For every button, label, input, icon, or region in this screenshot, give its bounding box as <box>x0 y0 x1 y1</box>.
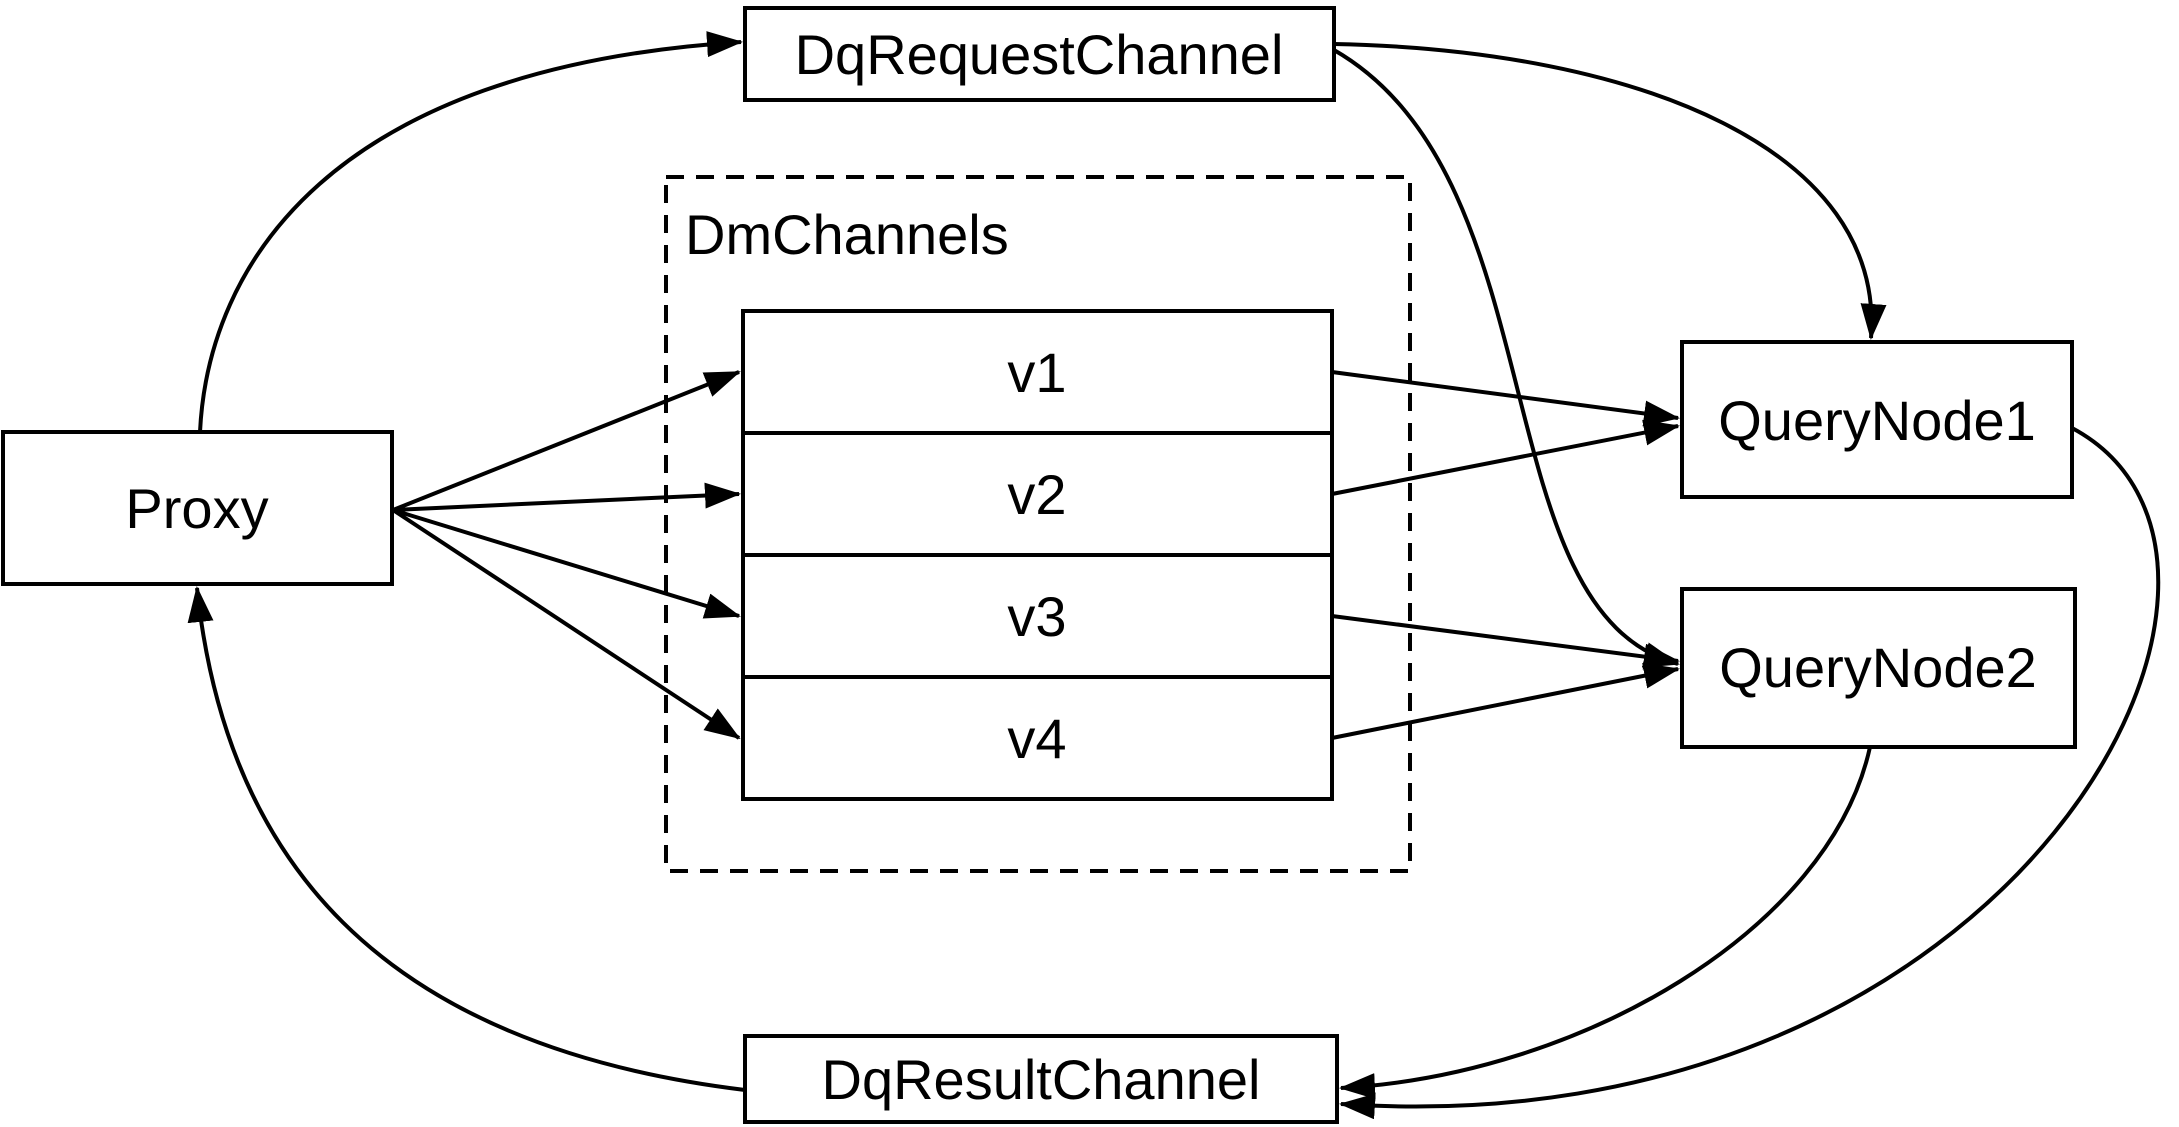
edge-querynode1-to-dqresultchannel <box>1339 426 2161 1120</box>
edge-dqrequestchannel-to-querynode2 <box>1333 48 1680 668</box>
edge-proxy-to-dqrequestchannel <box>198 31 743 433</box>
query-node1: QueryNode1 <box>1680 340 2074 499</box>
proxy-node-label: Proxy <box>125 477 268 540</box>
proxy-node: Proxy <box>1 430 394 586</box>
edges <box>187 31 2161 1120</box>
channel-v4-label: v4 <box>1007 707 1066 770</box>
edge-querynode2-to-dqresultchannel <box>1339 746 1872 1100</box>
edge-proxy-to-v1 <box>392 370 741 512</box>
edge-v1-to-querynode1 <box>1331 370 1680 427</box>
edge-proxy-to-v3 <box>392 508 741 619</box>
dq-result-channel-label: DqResultChannel <box>822 1048 1261 1111</box>
dm-channels-group-label: DmChannels <box>685 203 1009 266</box>
dm-channels-group: DmChannels <box>664 175 1412 873</box>
channel-table: v1 v2 v3 v4 <box>741 309 1334 801</box>
edge-dqrequestchannel-to-querynode1 <box>1333 42 1887 340</box>
query-node2: QueryNode2 <box>1680 587 2077 749</box>
query-node1-label: QueryNode1 <box>1718 389 2036 452</box>
dq-request-channel-node: DqRequestChannel <box>743 6 1336 102</box>
dq-result-channel-box <box>743 1034 1339 1124</box>
edge-proxy-to-v4 <box>391 508 741 740</box>
query-node2-box <box>1680 587 2077 749</box>
dq-result-channel-node: DqResultChannel <box>743 1034 1339 1124</box>
dm-channels-group-border <box>664 175 1412 873</box>
edge-v3-to-querynode2 <box>1331 614 1680 670</box>
edge-v4-to-querynode2 <box>1331 662 1680 740</box>
edge-v2-to-querynode1 <box>1331 419 1680 496</box>
dq-request-channel-box <box>743 6 1336 102</box>
edge-proxy-to-v2 <box>392 482 741 512</box>
channel-v3-label: v3 <box>1007 585 1066 648</box>
channel-v2-label: v2 <box>1007 463 1066 526</box>
proxy-node-box <box>1 430 394 586</box>
query-node2-label: QueryNode2 <box>1719 636 2037 699</box>
edge-dqresultchannel-to-proxy <box>187 586 746 1092</box>
query-node1-box <box>1680 340 2074 499</box>
channel-v1-label: v1 <box>1007 341 1066 404</box>
dq-request-channel-label: DqRequestChannel <box>795 23 1284 86</box>
